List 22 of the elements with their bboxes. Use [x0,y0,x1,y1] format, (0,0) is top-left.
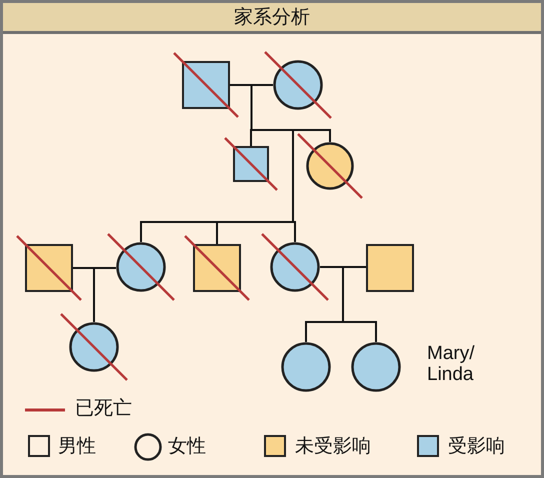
male-square [193,244,241,292]
female-circle [270,242,320,292]
legend-label: 未受影响 [295,435,371,457]
descent-line [230,84,296,242]
male-square [25,244,73,292]
male-square [233,146,269,182]
female-circle [116,242,166,292]
female-circle [351,342,401,392]
legend-label: 已死亡 [75,397,132,419]
female-circle [281,342,331,392]
female-circle [306,142,354,190]
legend-label: 男性 [58,435,96,457]
legend-label: 女性 [168,435,206,457]
descent-line [73,267,96,322]
legend-label: 受影响 [448,435,505,457]
female-circle [273,60,323,110]
name-label: Mary/ Linda [427,343,476,385]
male-square [366,244,414,292]
male-square [182,61,230,109]
title-bar: 家系分析 [3,3,541,34]
descent-line [320,266,377,342]
female-circle [69,322,119,372]
